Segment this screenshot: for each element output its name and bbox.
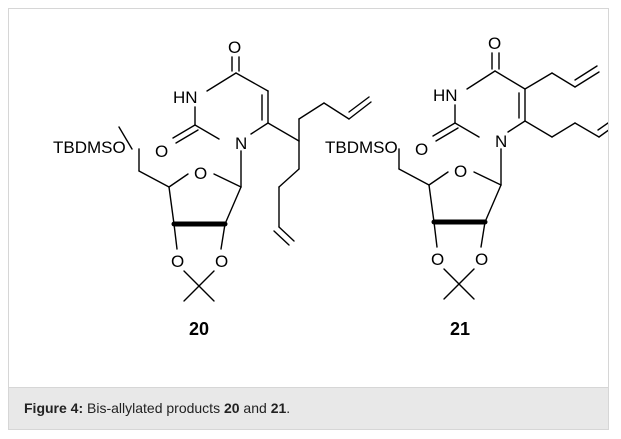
nh-label: HN <box>173 88 198 107</box>
caption-text: Bis-allylated products <box>83 400 224 416</box>
acetal-oxygen-label: O <box>475 250 488 269</box>
oxygen-label: O <box>415 140 428 159</box>
compound-21: O HN O N TBDMSO O O O 21 <box>325 34 608 339</box>
oxygen-label: O <box>155 142 168 161</box>
protecting-group-label: TBDMSO <box>53 138 126 157</box>
figure-frame: O HN O N TBDMSO O O O 20 <box>8 8 609 430</box>
caption-compound-number[interactable]: 20 <box>223 400 240 416</box>
acetal-oxygen-label: O <box>215 252 228 271</box>
nitrogen-label: N <box>235 134 247 153</box>
compound-number: 20 <box>189 319 209 339</box>
nitrogen-label: N <box>495 132 507 151</box>
ring-oxygen-label: O <box>454 162 467 181</box>
figure-image: O HN O N TBDMSO O O O 20 <box>9 9 608 387</box>
chemical-structures: O HN O N TBDMSO O O O 20 <box>53 34 608 339</box>
compound-number: 21 <box>450 319 470 339</box>
figure-caption: Figure 4: Bis-allylated products 20 and … <box>9 387 608 429</box>
oxygen-label: O <box>488 34 501 53</box>
ring-oxygen-label: O <box>194 164 207 183</box>
compound-20: O HN O N TBDMSO O O O 20 <box>53 38 372 339</box>
acetal-oxygen-label: O <box>431 250 444 269</box>
caption-prefix: Figure 4: <box>24 400 84 416</box>
acetal-oxygen-label: O <box>171 252 184 271</box>
nh-label: HN <box>433 86 458 105</box>
oxygen-label: O <box>228 38 241 57</box>
caption-compound-number[interactable]: 21 <box>270 400 287 416</box>
caption-text: . <box>286 400 291 416</box>
protecting-group-label: TBDMSO <box>325 138 398 157</box>
caption-text: and <box>239 400 271 416</box>
